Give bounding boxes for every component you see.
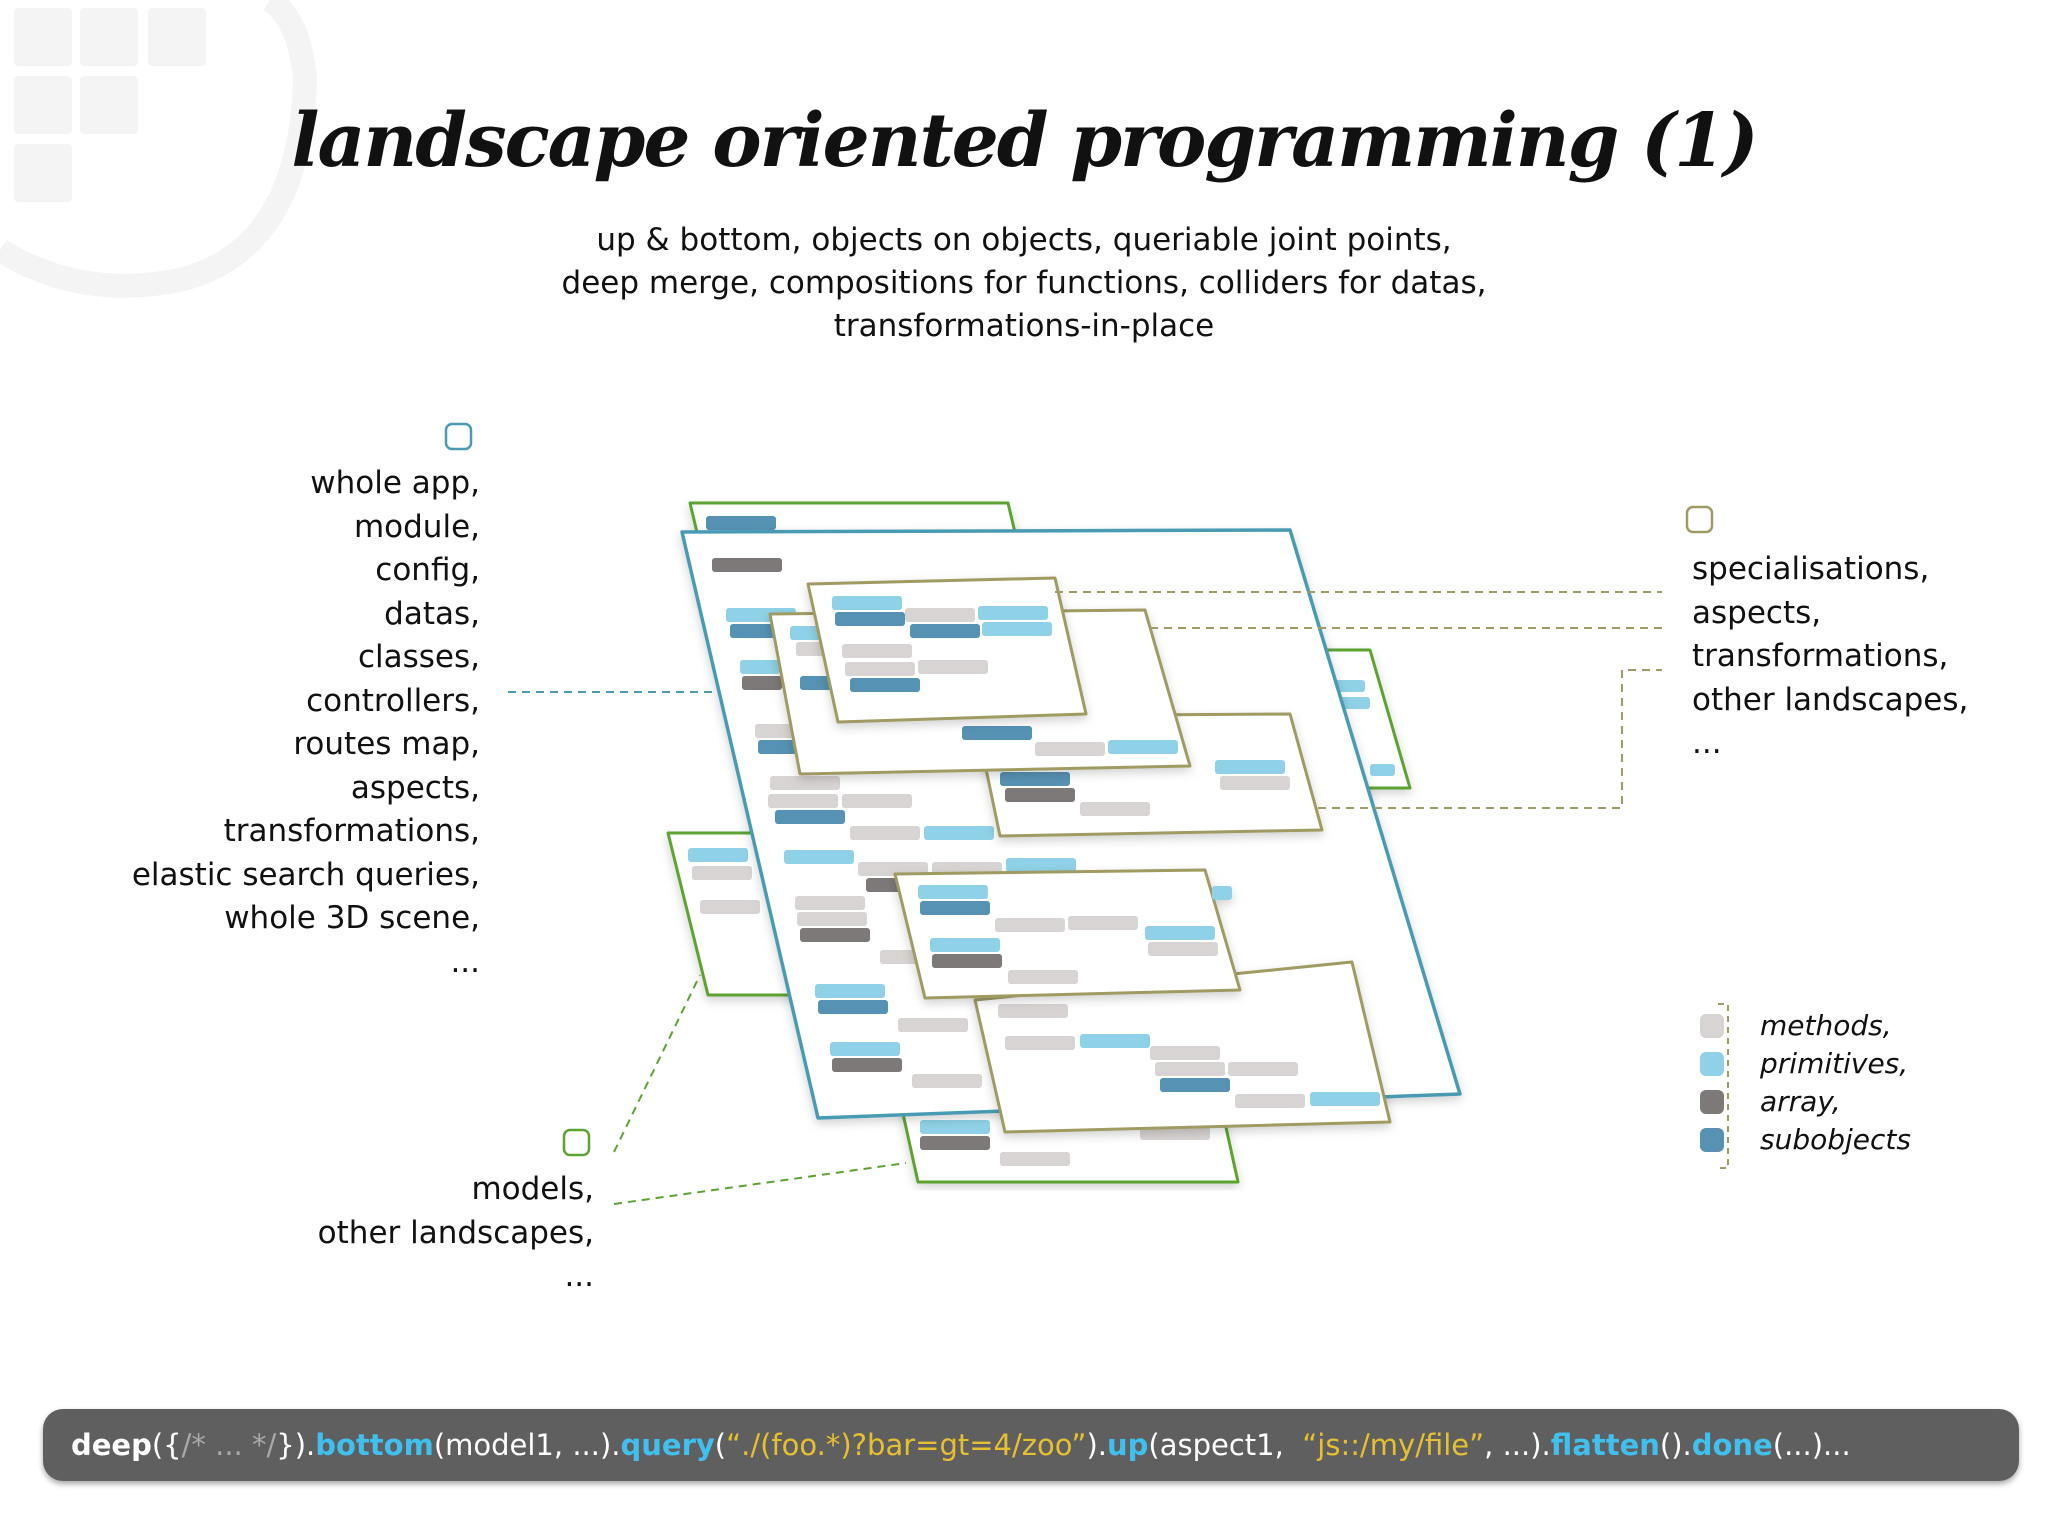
legend-swatch xyxy=(1700,1128,1724,1152)
code-token: , ...). xyxy=(1484,1428,1551,1462)
marker-box-green xyxy=(562,1128,591,1157)
bottom-label: models, xyxy=(471,1171,594,1207)
left-label: config, xyxy=(375,552,480,588)
code-comment: /* ... */ xyxy=(181,1428,277,1462)
left-label: transformations, xyxy=(223,813,480,849)
right-label-list: specialisations, aspects, transformation… xyxy=(1692,548,1968,766)
left-label: whole app, xyxy=(310,465,480,501)
legend-label: methods, xyxy=(1760,1009,1892,1042)
left-label: controllers, xyxy=(306,682,480,719)
code-function: query xyxy=(620,1428,715,1462)
legend-label: primitives, xyxy=(1760,1047,1909,1080)
code-token: (...)... xyxy=(1772,1428,1851,1462)
subtitle-line-1: up & bottom, objects on objects, queriab… xyxy=(596,222,1452,258)
legend-bracket xyxy=(1718,1003,1729,1169)
legend-swatch xyxy=(1700,1014,1724,1038)
code-function: bottom xyxy=(315,1428,434,1462)
code-token: deep xyxy=(71,1428,152,1462)
marker-box-blue xyxy=(444,422,473,451)
left-label: classes, xyxy=(357,639,480,675)
page-title: landscape oriented programming (1) xyxy=(291,98,1758,184)
connector-bottom-1 xyxy=(613,974,701,1153)
left-label: ... xyxy=(450,943,480,980)
code-token: (aspect1, xyxy=(1148,1428,1303,1462)
right-label: specialisations, xyxy=(1692,551,1930,587)
subtitle-line-2: deep merge, compositions for functions, … xyxy=(561,265,1487,301)
legend-item-subobjects: subobjects xyxy=(1700,1121,1911,1159)
bottom-label: other landscapes, xyxy=(317,1214,594,1251)
landscape-plane-overlay-bottom xyxy=(973,960,1392,1134)
left-label: aspects, xyxy=(350,769,480,806)
legend-label: subobjects xyxy=(1760,1123,1911,1156)
right-label: other landscapes, xyxy=(1692,681,1969,718)
legend-swatch xyxy=(1700,1090,1724,1114)
right-label: aspects, xyxy=(1692,594,1822,631)
code-snippet-bar: deep({ /* ... */ }).bottom(model1, ...).… xyxy=(43,1409,2019,1481)
left-label: whole 3D scene, xyxy=(224,900,480,936)
right-label: ... xyxy=(1692,725,1722,761)
code-token: (). xyxy=(1659,1428,1692,1462)
connector-right-3 xyxy=(1318,669,1662,809)
bottom-label: ... xyxy=(564,1258,594,1294)
subtitle-line-3: transformations-in-place xyxy=(833,308,1215,344)
code-token: (model1, ...). xyxy=(433,1428,621,1462)
code-function: flatten xyxy=(1550,1428,1660,1462)
marker-box-olive xyxy=(1685,505,1714,534)
code-string: “js::/my/file” xyxy=(1302,1428,1485,1462)
code-token: ( xyxy=(714,1428,727,1462)
code-string: “./(foo.*)?bar=gt=4/zoo” xyxy=(726,1428,1087,1462)
legend-item-array: array, xyxy=(1700,1083,1911,1121)
left-label: routes map, xyxy=(293,726,480,762)
legend-label: array, xyxy=(1760,1085,1841,1118)
landscape-plane-overlay-top-front xyxy=(806,576,1088,724)
bottom-label-list: models, other landscapes, ... xyxy=(318,1168,594,1299)
right-label: transformations, xyxy=(1692,638,1949,674)
left-label-list: whole app, module, config, datas, classe… xyxy=(132,462,480,984)
legend-item-primitives: primitives, xyxy=(1700,1045,1911,1083)
legend-swatch xyxy=(1700,1052,1724,1076)
code-function: done xyxy=(1691,1428,1773,1462)
legend-item-methods: methods, xyxy=(1700,1007,1911,1045)
legend: methods, primitives, array, subobjects xyxy=(1700,1007,1911,1159)
code-token: }). xyxy=(276,1428,316,1462)
code-token: ). xyxy=(1086,1428,1107,1462)
landscape-plane-overlay-mid-lower xyxy=(893,868,1242,1000)
left-label: module, xyxy=(353,508,480,545)
code-token: ({ xyxy=(151,1428,182,1462)
logo-watermark xyxy=(0,0,318,298)
left-label: elastic search queries, xyxy=(131,856,480,893)
connector-bottom-2 xyxy=(613,1162,907,1205)
code-function: up xyxy=(1107,1428,1149,1462)
left-label: datas, xyxy=(384,595,480,632)
